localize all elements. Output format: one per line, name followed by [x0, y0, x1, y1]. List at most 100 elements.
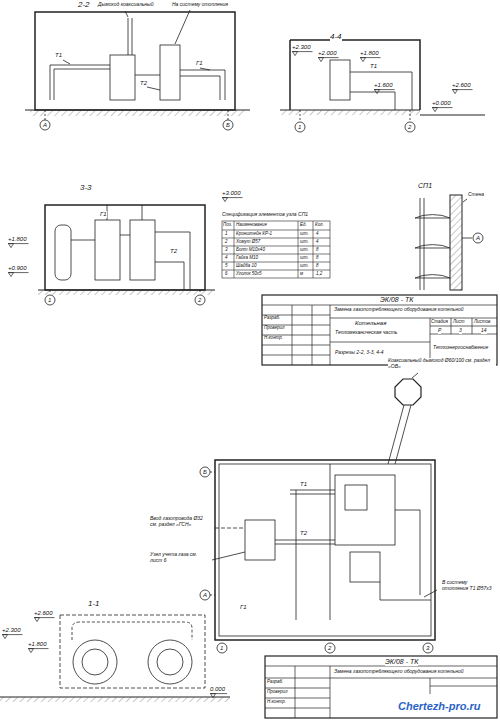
drawing-label: Ввод газопровода Ø32 см. раздел «ГСН» [150, 516, 210, 527]
drawing-label: А [203, 592, 207, 599]
section-3-3 [38, 205, 215, 305]
elevation-mark: +0.900 [8, 265, 27, 272]
section-4-4 [280, 40, 485, 132]
elevation-mark: +1.800 [8, 236, 27, 243]
drawing-label: 8 [316, 248, 319, 253]
drawing-label: Лист [453, 320, 465, 325]
drawing-label: Н.контр. [264, 336, 283, 341]
elevation-mark: +2.000 [318, 50, 337, 57]
drawing-label: Кронштейн КР-1 [236, 232, 272, 237]
drawing-label: Наименование [236, 223, 267, 228]
drawing-label: 3 [459, 328, 462, 334]
drawing-label: Проверил [267, 690, 288, 695]
elevation-triangle [433, 108, 438, 112]
drawing-label: Дымоход коаксиальный [98, 2, 154, 8]
drawing-label: 6 [225, 272, 228, 277]
drawing-label: Стадия [431, 320, 448, 325]
drawing-label: Разрезы 2-2, 3-3, 4-4 [335, 350, 383, 356]
elevation-triangle [361, 58, 366, 62]
elevation-triangle [453, 90, 458, 94]
drawing-label: Котельная [355, 320, 386, 327]
drawing-label: 1 [225, 232, 228, 237]
elevation-triangle [9, 244, 14, 248]
elevation-mark: +3.000 [222, 190, 241, 197]
drawing-label: Г1 [240, 604, 247, 611]
elevation-triangle [29, 649, 34, 653]
elevation-triangle [375, 90, 380, 94]
elevation-mark: +1.800 [28, 641, 47, 648]
elevation-mark: +2.600 [452, 82, 471, 89]
drawing-label: 3 [426, 645, 429, 652]
title-block [262, 295, 497, 365]
drawing-label: 4 [316, 232, 319, 237]
drawing-label: 2 [408, 124, 411, 131]
drawing-label: Тепломеханическая часть [335, 330, 397, 336]
elevation-mark: +1.600 [374, 82, 393, 89]
drawing-label: Т1 [300, 481, 307, 488]
elevation-mark: +2.300 [292, 44, 311, 51]
drawing-label: А [43, 122, 47, 129]
drawing-label: 2 [198, 297, 201, 304]
elevation-mark: 0.000 [210, 686, 225, 693]
drawing-label: Т1 [370, 63, 377, 70]
drawing-label: Шайба 10 [236, 264, 256, 269]
drawing-label: Поз. [223, 223, 232, 228]
drawing-label: Гайка М10 [236, 256, 258, 261]
drawing-label: шт. [300, 248, 309, 253]
section-2-2 [25, 10, 250, 130]
drawing-label: м [300, 272, 303, 277]
drawing-label: 8 [316, 264, 319, 269]
drawing-label: ЭК/08 - ТК [385, 658, 418, 666]
drawing-label: 1 [298, 124, 301, 131]
detail-sp1 [415, 195, 483, 290]
drawing-label: шт. [300, 264, 309, 269]
drawing-label: Узел учета газа см. лист 6 [150, 552, 210, 563]
drawing-label: СП1 [418, 182, 432, 190]
elevation-triangle [3, 635, 8, 639]
elevation-triangle [211, 694, 216, 698]
drawing-label: А [476, 235, 480, 242]
title-block [265, 656, 497, 718]
drawing-label: В систему отопления Т1 Ø57х3 [442, 580, 494, 591]
drawing-label: Спецификация элементов узла СП1 [222, 212, 308, 218]
boiler-room-plan [200, 373, 437, 653]
drawing-label: 2-2 [78, 1, 90, 10]
drawing-label: 3 [225, 248, 228, 253]
elevation-triangle [35, 618, 40, 622]
drawing-label: Кол. [315, 223, 324, 228]
drawing-label: Ед. [300, 223, 307, 228]
drawing-label: Замена газопотребляющего оборудования ко… [334, 669, 494, 675]
drawing-label: Т1 [55, 52, 62, 59]
drawing-label: 3-3 [80, 184, 92, 193]
drawing-label: Проверил [264, 326, 285, 331]
drawing-label: Стена [468, 192, 484, 198]
elevation-mark: +2.600 [34, 610, 53, 617]
elevation-triangle [319, 58, 324, 62]
drawing-label: 4 [316, 240, 319, 245]
drawing-label: Уголок 50х5 [236, 272, 262, 277]
drawing-label: Т2 [170, 248, 177, 255]
drawing-label: Болт М10х40 [236, 248, 265, 253]
drawing-label: 1 [220, 645, 223, 652]
drawing-label: 4 [225, 256, 228, 261]
drawing-label: Замена газопотребляющего оборудования ко… [334, 307, 494, 313]
drawing-label: 8 [316, 256, 319, 261]
elevation-mark: +1.800 [360, 50, 379, 57]
drawing-label: 1-1 [88, 600, 100, 609]
section-1-1 [0, 615, 230, 702]
drawing-label: 14 [481, 328, 487, 334]
drawing-label: Коаксиальный дымоход Ø60/100 см. раздел … [388, 358, 496, 369]
drawing-label: шт. [300, 256, 309, 261]
drawing-label: ЭК/08 - ТК [380, 296, 413, 304]
drawing-label: Листов [474, 320, 490, 325]
elevation-triangle [293, 52, 298, 56]
drawing-label: Хомут Ø57 [236, 240, 260, 245]
drawing-label: Разраб. [264, 316, 280, 321]
elevation-mark: +0.000 [432, 100, 451, 107]
drawing-label: Теплоэнергоснабжение [433, 345, 495, 351]
drawing-label: Г1 [196, 60, 203, 67]
watermark: Chertezh-pro.ru [398, 700, 481, 712]
drawing-label: Б [203, 469, 207, 476]
drawing-label: Т2 [140, 80, 147, 87]
